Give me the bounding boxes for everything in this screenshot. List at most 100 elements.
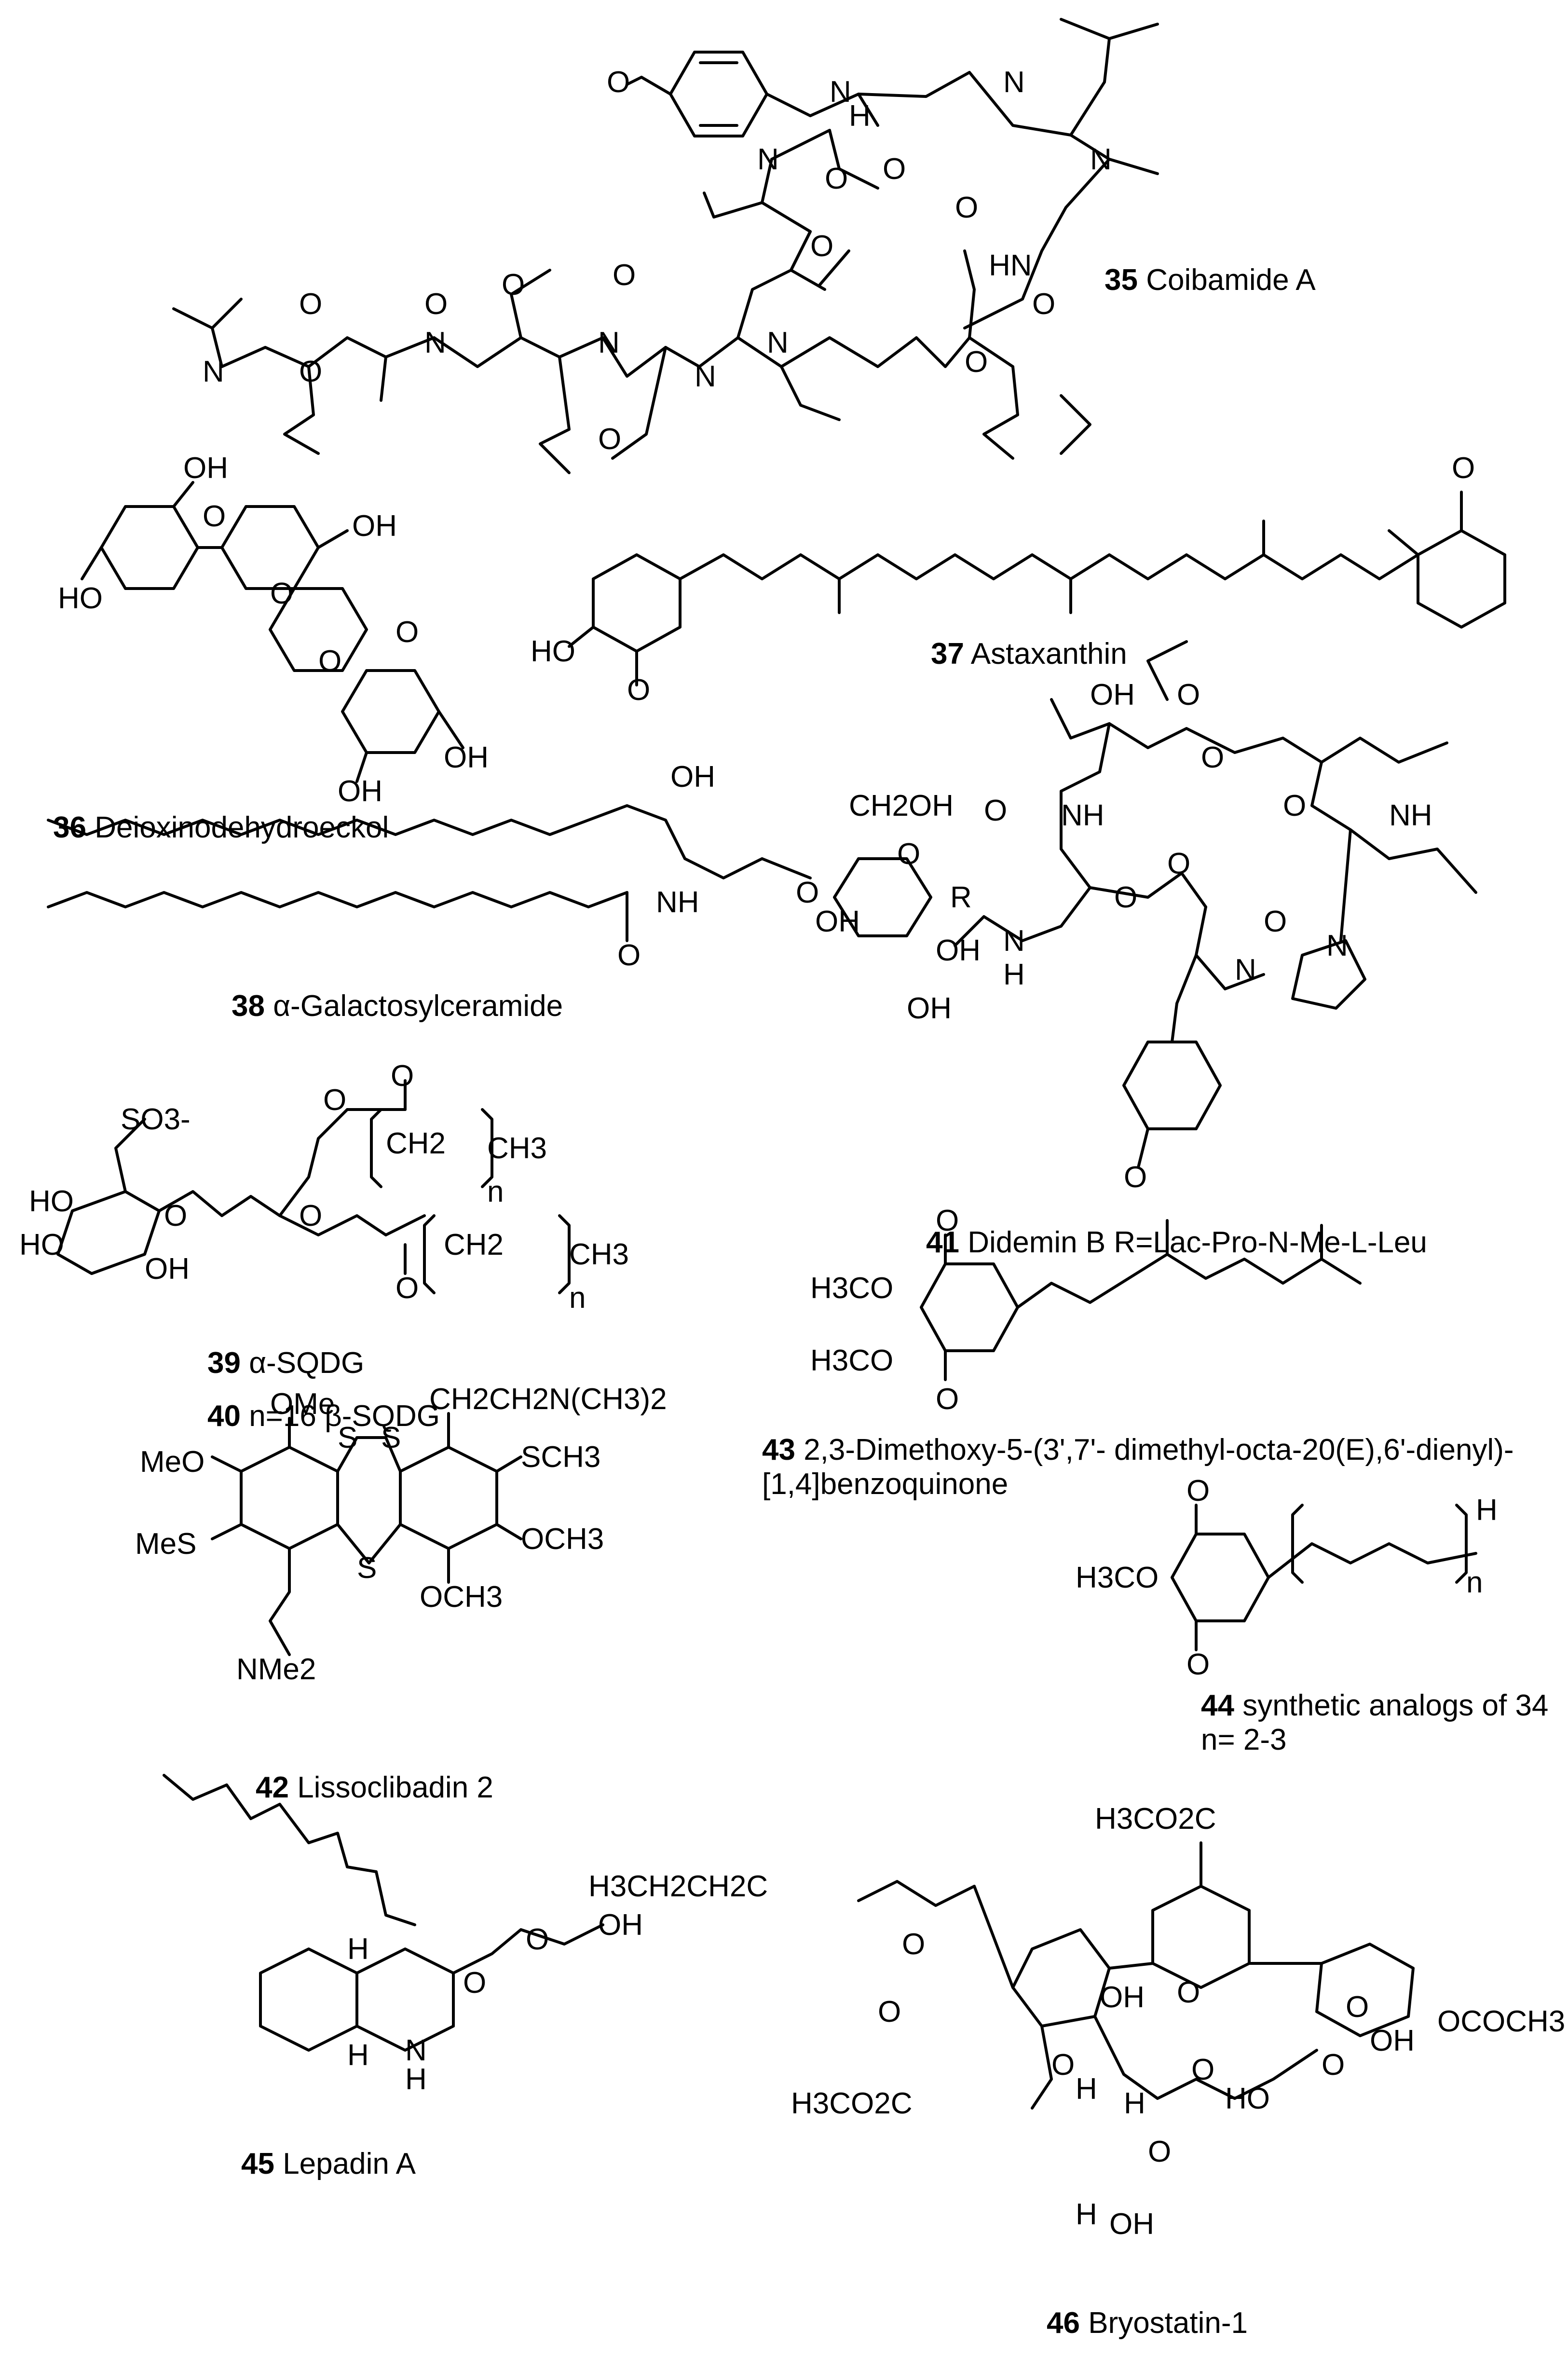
atom-label: MeS (135, 1527, 197, 1561)
atom-label: HO (58, 582, 103, 615)
atom-label: CH2CH2N(CH3)2 (429, 1383, 667, 1416)
atom-label: O (318, 644, 342, 678)
atom-label: H3CH2CH2C (588, 1870, 768, 1903)
atom-label: N (1003, 924, 1025, 958)
compound-name: 2,3-Dimethoxy-5-(3',7'- dimethyl-octa-20… (804, 1433, 1514, 1467)
atom-label: O (1114, 881, 1138, 914)
atom-label: O (1346, 1990, 1369, 2024)
atom-label: O (1167, 847, 1191, 880)
structure-46 (857, 1841, 1415, 2110)
atom-label: HO (19, 1228, 64, 1261)
atom-label: O (1264, 905, 1287, 938)
structure-45 (163, 1774, 604, 2052)
compound-name: Lissoclibadin 2 (297, 1771, 493, 1804)
atom-label: N (1235, 953, 1256, 987)
atom-label: O (203, 500, 226, 533)
structure-41 (954, 640, 1477, 1169)
atom-label: CH2 (444, 1228, 504, 1261)
atom-label: O (463, 1966, 487, 2000)
atom-label: O (1177, 678, 1200, 712)
structure-42 (211, 1412, 522, 1656)
atom-label: OH (670, 760, 715, 794)
atom-label: N (1090, 143, 1112, 176)
atom-label: O (878, 1995, 901, 2029)
caption-41: 41 Didemin B R=Lac-Pro-N-Me-L-Leu (926, 1225, 1427, 1260)
atom-label: HO (531, 635, 575, 668)
atom-label: O (395, 616, 419, 649)
compound-name: Lepadin A (283, 2147, 416, 2180)
compound-name: α-SQDG (249, 1346, 365, 1380)
compound-name: Astaxanthin (970, 637, 1127, 671)
atom-label: n (1466, 1566, 1483, 1599)
atom-label: O (299, 355, 323, 388)
compound-name: Deioxinodehydroeckol (95, 811, 389, 844)
atom-label: O (1186, 1474, 1210, 1508)
atom-label: NH (1389, 799, 1432, 832)
caption-45: 45 Lepadin A (241, 2147, 416, 2181)
atom-label: O (526, 1923, 549, 1956)
caption-46: 46 Bryostatin-1 (1047, 2306, 1248, 2340)
atom-label: O (902, 1928, 926, 1961)
atom-label: O (598, 423, 622, 456)
atom-label: OH (907, 992, 952, 1025)
atom-label: SO3- (121, 1103, 191, 1136)
atom-label: OH (1370, 2024, 1415, 2057)
caption-36: 36 Deioxinodehydroeckol (53, 810, 389, 845)
atom-label: CH2OH (849, 789, 954, 823)
structure-35-coibamide-a (172, 18, 1159, 474)
atom-label: O (299, 288, 323, 321)
atom-label: N (424, 326, 446, 359)
atom-label: O (796, 876, 819, 909)
compound-number: 37 (931, 637, 964, 671)
atom-label: O (1322, 2048, 1345, 2082)
atom-label: H (1076, 2072, 1097, 2106)
compound-name-line2: [1,4]benzoquinone (762, 1467, 1009, 1501)
atom-label: OH (1090, 678, 1135, 712)
structure-36 (81, 481, 464, 783)
atom-label: OMe (270, 1387, 335, 1421)
compound-name-line2: n= 2-3 (1201, 1723, 1287, 1757)
atom-label: OH (1109, 2207, 1154, 2241)
atom-label: O (1124, 1161, 1147, 1194)
caption-39: 39 α-SQDG (207, 1346, 364, 1380)
atom-label: H3CO (810, 1344, 894, 1377)
atom-label: O (825, 162, 848, 195)
atom-label: O (1051, 2048, 1075, 2082)
atom-label: NH (656, 886, 699, 919)
atom-label: O (883, 152, 906, 186)
compound-name: α-Galactosylceramide (273, 989, 563, 1023)
atom-label: O (1177, 1976, 1200, 2009)
atom-label: SCH3 (521, 1440, 601, 1474)
atom-label: O (627, 673, 651, 707)
atom-label: H3CO2C (791, 2087, 913, 2120)
atom-label: O (1452, 452, 1475, 485)
atom-label: N (695, 360, 716, 393)
atom-label: H (1003, 958, 1025, 991)
atom-label: n (487, 1175, 504, 1208)
structure-44 (1171, 1504, 1477, 1651)
atom-label: O (323, 1083, 347, 1117)
atom-label: H (347, 2039, 369, 2072)
atom-label: O (810, 230, 834, 263)
atom-label: O (1032, 288, 1056, 321)
atom-label: OH (598, 1908, 643, 1942)
caption-37: 37 Astaxanthin (931, 637, 1127, 671)
atom-label: R (950, 881, 972, 914)
atom-label: O (1148, 2135, 1172, 2168)
atom-label: O (391, 1059, 414, 1093)
compound-number: 41 (926, 1226, 959, 1259)
atom-label: H (849, 99, 871, 133)
atom-label: NMe2 (236, 1653, 316, 1686)
atom-label: N (1003, 66, 1025, 99)
atom-label: H (347, 1933, 369, 1966)
atom-label: N (1326, 929, 1348, 962)
atom-label: OH (338, 775, 382, 808)
structure-38 (47, 804, 932, 942)
atom-label: S (338, 1421, 358, 1454)
atom-label: S (357, 1551, 377, 1585)
atom-label: O (955, 191, 979, 224)
atom-label: OCOCH3 (1437, 2005, 1566, 2038)
atom-label: OH (183, 452, 228, 485)
atom-label: O (897, 837, 921, 871)
